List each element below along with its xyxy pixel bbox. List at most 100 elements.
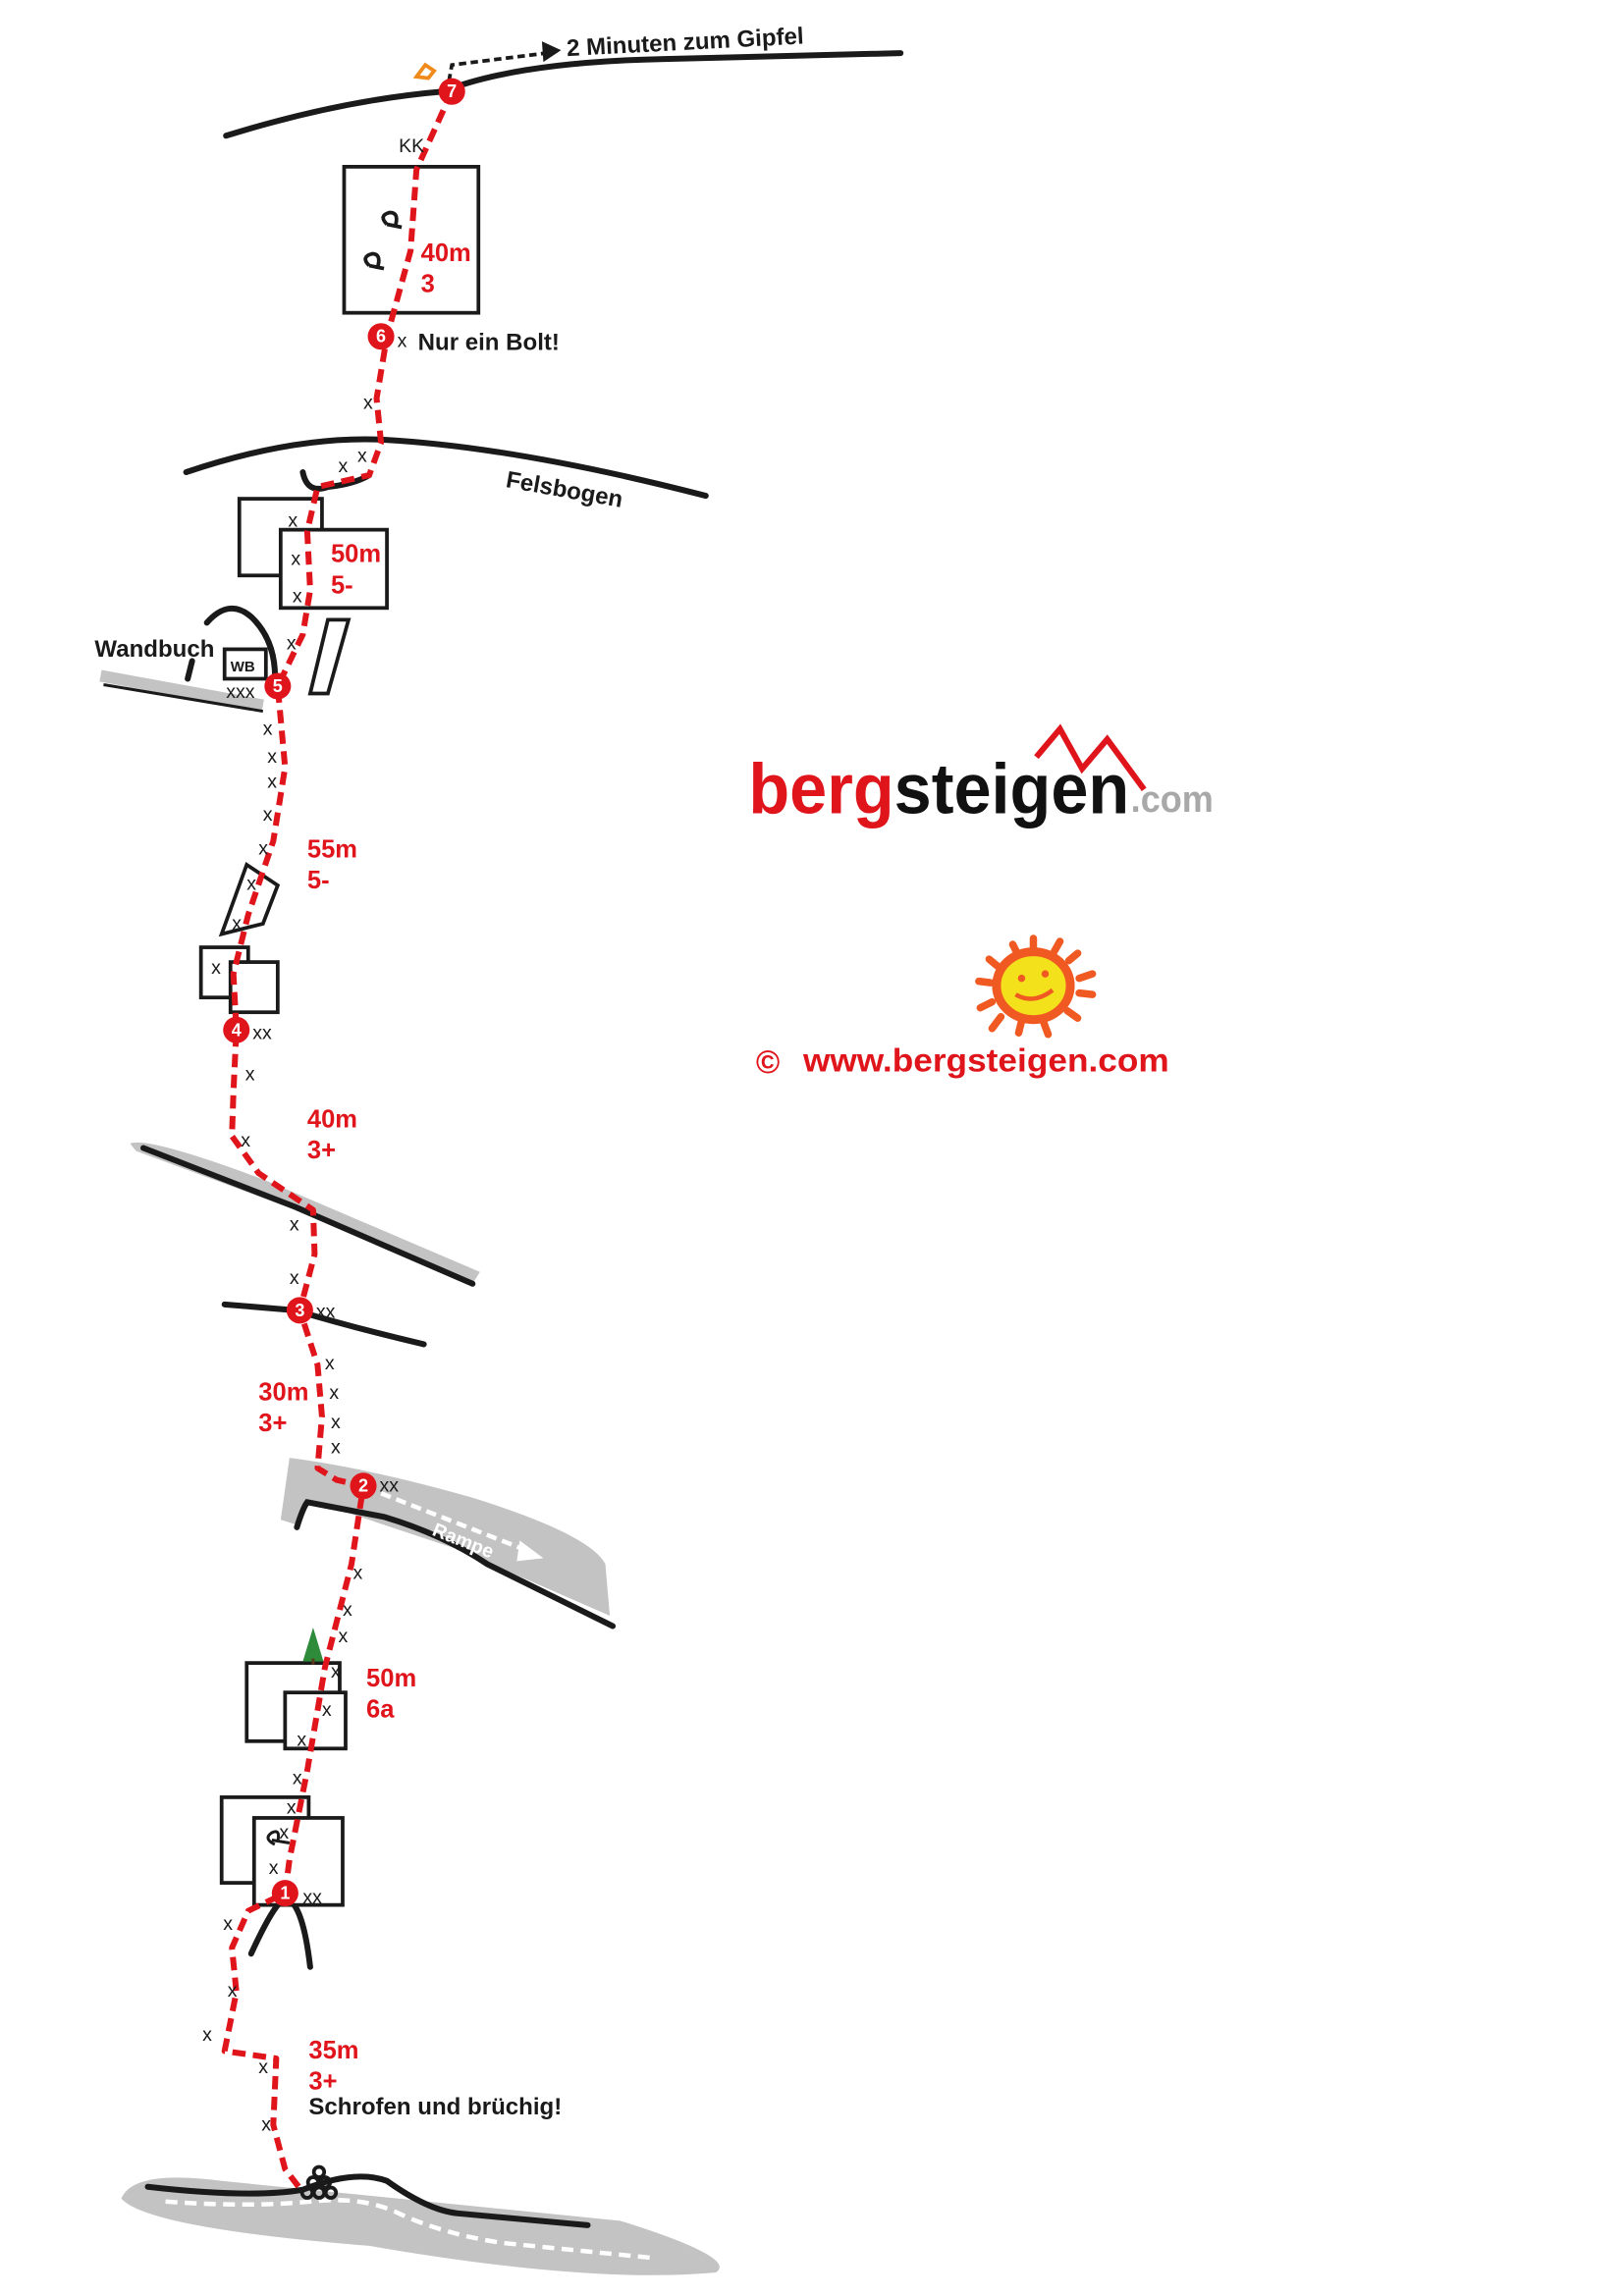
svg-text:.com: .com <box>1131 778 1214 820</box>
summit-ridge <box>223 50 904 139</box>
svg-text:5-: 5- <box>331 571 353 599</box>
bolt-mark: x <box>279 1822 289 1843</box>
bolt-mark: x <box>325 1353 335 1374</box>
svg-text:5-: 5- <box>307 867 330 894</box>
one-bolt-note: Nur ein Bolt! <box>418 329 560 355</box>
dotted-arrow-to-summit <box>447 41 562 82</box>
bolt-mark: x <box>331 1412 341 1433</box>
bolt-mark: xx <box>302 1887 322 1908</box>
bolt-mark: x <box>267 772 277 793</box>
svg-text:6a: 6a <box>366 1696 395 1724</box>
svg-text:1: 1 <box>280 1884 290 1903</box>
svg-text:5: 5 <box>273 676 283 696</box>
sun-icon <box>975 934 1097 1039</box>
arch-feature <box>247 1896 313 1970</box>
bolt-mark: x <box>228 1980 238 2002</box>
svg-text:50m: 50m <box>366 1665 416 1692</box>
website-url[interactable]: www.bergsteigen.com <box>802 1042 1169 1079</box>
bolt-mark: x <box>288 510 298 532</box>
svg-text:3: 3 <box>421 271 435 298</box>
belay-station-3: 3 <box>286 1297 313 1324</box>
bolt-mark: xx <box>380 1475 400 1497</box>
belay-station-1: 1 <box>271 1880 298 1907</box>
ground-ledge <box>121 2173 720 2275</box>
bolt-mark: x <box>293 585 302 607</box>
bolt-mark: KK <box>399 135 424 157</box>
wb-label: WB <box>231 659 255 675</box>
svg-text:3+: 3+ <box>308 2068 337 2096</box>
tree-icon <box>302 1628 324 1665</box>
wandbuch-label: Wandbuch <box>94 636 214 663</box>
ramp-ledge: Rampe <box>280 1458 617 1629</box>
svg-text:bergsteigen: bergsteigen <box>748 750 1129 828</box>
belay-station-7: 7 <box>438 78 465 105</box>
svg-text:4: 4 <box>232 1020 242 1040</box>
bolt-mark: x <box>398 330 407 351</box>
bergsteigen-logo: bergsteigen .com <box>748 723 1214 828</box>
svg-text:35m: 35m <box>308 2037 358 2064</box>
bolt-mark: xx <box>252 1022 272 1043</box>
bolt-mark: x <box>287 1796 297 1818</box>
climbing-route <box>221 89 455 2191</box>
svg-text:30m: 30m <box>258 1379 308 1407</box>
bolt-mark: x <box>261 2114 271 2136</box>
svg-text:40m: 40m <box>421 240 471 267</box>
loose-rock-note: Schrofen und brüchig! <box>308 2094 562 2120</box>
svg-text:3: 3 <box>295 1301 304 1320</box>
block-summit <box>342 164 481 315</box>
belay-station-5: 5 <box>264 672 292 700</box>
svg-text:40m: 40m <box>307 1105 357 1133</box>
bolt-mark: x <box>223 1913 233 1935</box>
bolt-mark: x <box>357 446 367 467</box>
bolt-mark: x <box>269 1857 279 1879</box>
overhang-feature <box>299 469 373 492</box>
svg-text:2: 2 <box>358 1476 368 1496</box>
cairn-icon <box>299 2164 339 2200</box>
bolt-mark: x <box>290 1214 299 1236</box>
bolt-mark: xxx <box>226 681 255 703</box>
bolt-mark: x <box>293 1767 302 1789</box>
bolt-mark: x <box>241 1130 250 1151</box>
bolt-mark: x <box>258 837 268 859</box>
svg-text:50m: 50m <box>331 541 381 568</box>
bolt-marks: KK x x x x x x x x xxx x x x x x x x x x… <box>202 135 424 2136</box>
belay-station-6: 6 <box>367 323 395 350</box>
bolt-mark: x <box>291 549 300 570</box>
bolt-mark: x <box>232 913 242 934</box>
bolt-mark: x <box>287 632 297 654</box>
svg-text:55m: 55m <box>307 835 357 863</box>
bolt-mark: x <box>331 1661 341 1682</box>
bolt-mark: x <box>338 1626 348 1647</box>
slab-ledge <box>130 1142 480 1287</box>
bolt-mark: x <box>338 455 348 477</box>
bolt-mark: x <box>263 804 273 826</box>
felsbogen-line <box>183 436 709 500</box>
bolt-mark: x <box>290 1267 299 1289</box>
bolt-mark: xx <box>316 1301 336 1322</box>
bolt-mark: x <box>246 873 256 894</box>
bolt-mark: x <box>211 957 221 979</box>
wandbuch-area: WB <box>99 606 352 714</box>
wandbuch-box <box>222 647 268 681</box>
bolt-mark: x <box>329 1382 339 1404</box>
bolt-mark: x <box>331 1437 341 1459</box>
piton-icon <box>412 62 437 80</box>
bolt-mark: x <box>267 746 277 768</box>
bolt-mark: x <box>202 2024 212 2046</box>
bolt-mark: x <box>353 1562 363 1583</box>
svg-text:3+: 3+ <box>258 1410 287 1437</box>
bolt-mark: x <box>322 1699 332 1721</box>
copyright-symbol: © <box>756 1044 780 1081</box>
bolt-mark: x <box>258 2056 268 2078</box>
belay-station-2: 2 <box>350 1472 377 1500</box>
svg-text:6: 6 <box>376 327 386 347</box>
svg-text:3+: 3+ <box>307 1137 336 1164</box>
bolt-mark: x <box>263 719 273 740</box>
